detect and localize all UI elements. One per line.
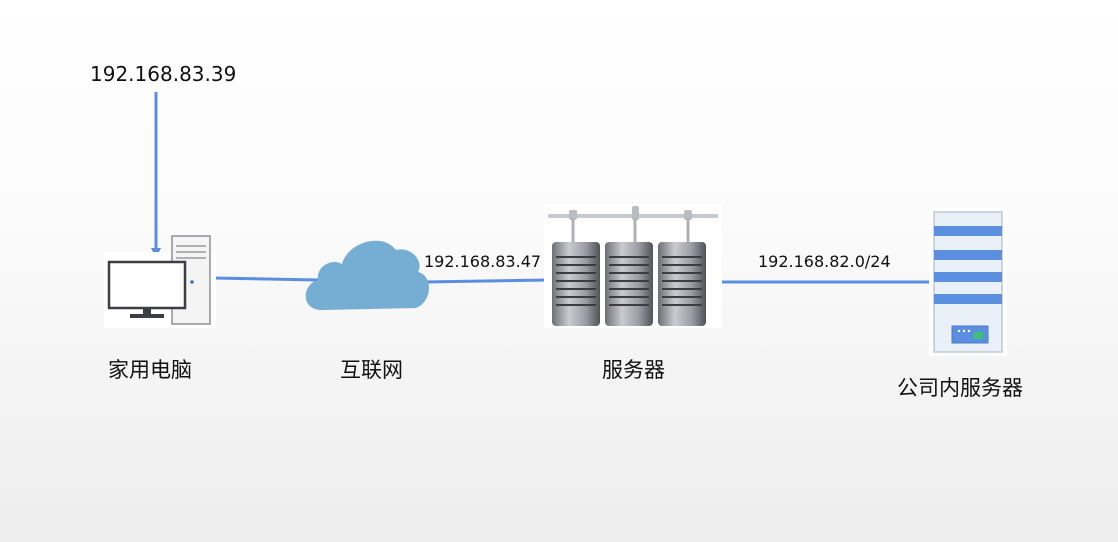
- internal-server-icon: [929, 208, 1007, 356]
- link-pc-internet: [211, 276, 319, 282]
- server-cluster-icon: [544, 204, 722, 328]
- server-label: 服务器: [602, 358, 665, 382]
- internal-subnet-label: 192.168.82.0/24: [758, 252, 891, 271]
- home-pc-label: 家用电脑: [108, 358, 192, 382]
- internet-label: 互联网: [340, 358, 403, 382]
- cloud-icon: [305, 240, 430, 310]
- home-pc-icon: [104, 235, 216, 328]
- internal-server-label: 公司内服务器: [897, 376, 1023, 400]
- public-ip-label: 192.168.83.47: [424, 252, 542, 271]
- link-internet-server: [423, 278, 549, 284]
- source-ip-label: 192.168.83.39: [90, 62, 237, 86]
